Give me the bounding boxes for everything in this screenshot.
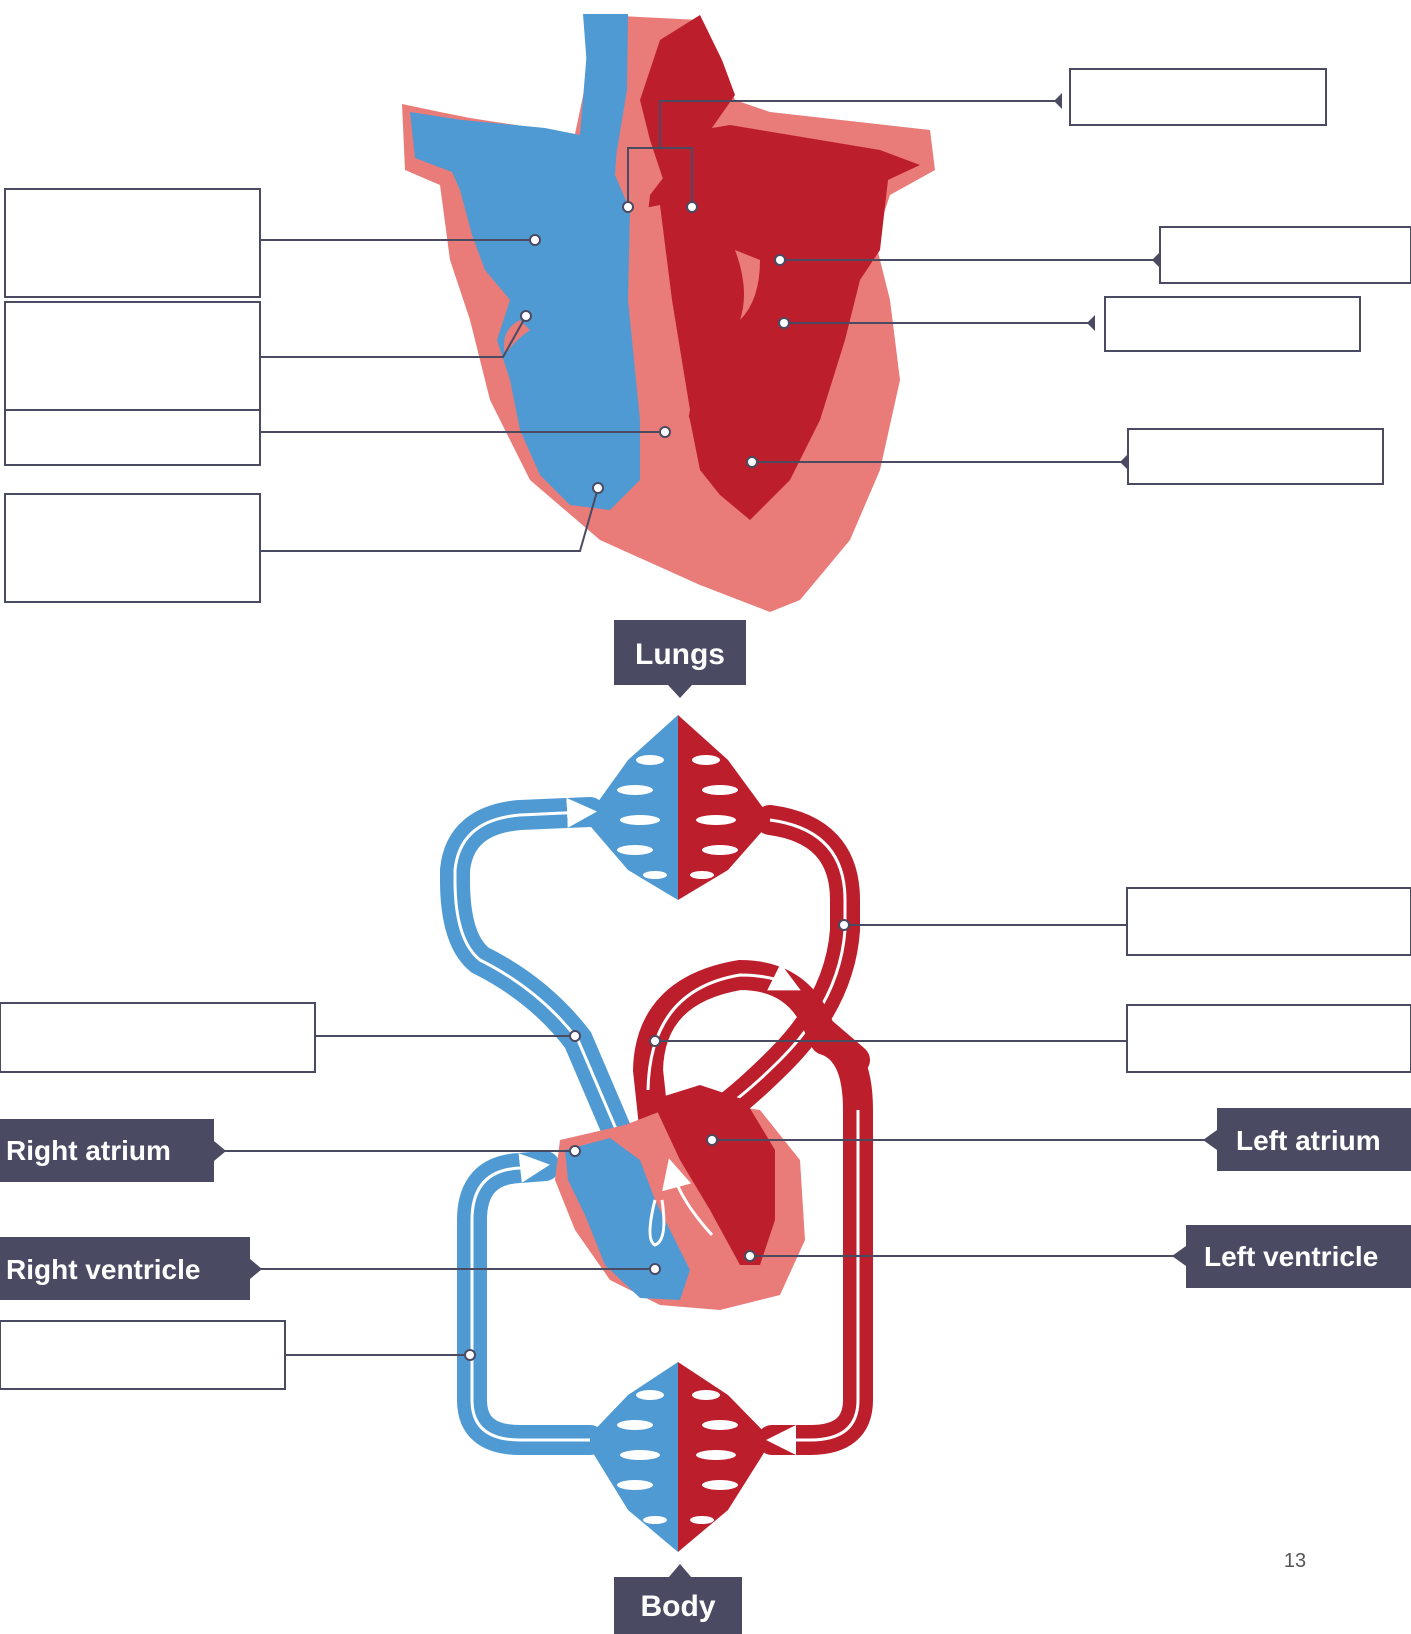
dot-right-atrium-small <box>570 1146 580 1156</box>
pulmonary-artery-loop <box>455 812 625 1150</box>
dot-pulmonary-artery <box>570 1031 580 1041</box>
dot-vena-cava <box>530 235 540 245</box>
dot-left-ventricle-small <box>745 1251 755 1261</box>
page-number: 13 <box>1284 1550 1306 1572</box>
dot-bicuspid <box>779 318 789 328</box>
dot-semilunar-right <box>687 202 697 212</box>
answer-box-8[interactable] <box>1128 429 1383 484</box>
dot-left-atrium-small <box>707 1135 717 1145</box>
double-circulation: Lungs <box>0 620 1411 1634</box>
right-atrium-label: Right atrium <box>6 1135 171 1166</box>
answer-box-7[interactable] <box>1105 297 1360 351</box>
answer-box-9[interactable] <box>1127 888 1411 955</box>
answer-box-2[interactable] <box>5 302 260 410</box>
answer-box-10[interactable] <box>1127 1005 1411 1072</box>
lungs-label: Lungs <box>635 638 725 671</box>
left-ventricle-label: Left ventricle <box>1204 1241 1378 1272</box>
left-atrium-tag: Left atrium <box>1203 1108 1411 1171</box>
small-heart <box>555 1085 805 1310</box>
dot-right-ventricle <box>593 483 603 493</box>
answer-box-12[interactable] <box>0 1321 285 1389</box>
dot-vena-cava-small <box>465 1350 475 1360</box>
dot-tricuspid <box>521 311 531 321</box>
answer-box-3[interactable] <box>5 410 260 465</box>
answer-box-6[interactable] <box>1160 227 1411 283</box>
heart-cross-section <box>260 14 1160 612</box>
right-ventricle-tag: Right ventricle <box>0 1237 262 1300</box>
dot-left-atrium <box>775 255 785 265</box>
lungs-tag: Lungs <box>614 620 746 698</box>
body-label: Body <box>641 1590 716 1623</box>
answer-box-11[interactable] <box>0 1003 315 1072</box>
dot-septum <box>660 427 670 437</box>
body-tag: Body <box>614 1564 742 1634</box>
answer-box-5[interactable] <box>1070 69 1326 125</box>
body-capillaries <box>585 1362 772 1552</box>
lung-capillaries <box>585 715 772 900</box>
dot-left-ventricle <box>747 457 757 467</box>
answer-box-4[interactable] <box>5 494 260 602</box>
answer-box-1[interactable] <box>5 189 260 297</box>
left-atrium-label: Left atrium <box>1236 1125 1381 1156</box>
right-atrium-tag: Right atrium <box>0 1119 226 1182</box>
dot-right-ventricle-small <box>650 1264 660 1274</box>
right-ventricle-label: Right ventricle <box>6 1254 200 1285</box>
dot-pulmonary-vein <box>839 920 849 930</box>
dot-semilunar-left <box>623 202 633 212</box>
left-ventricle-tag: Left ventricle <box>1172 1225 1411 1288</box>
dot-aorta <box>650 1036 660 1046</box>
